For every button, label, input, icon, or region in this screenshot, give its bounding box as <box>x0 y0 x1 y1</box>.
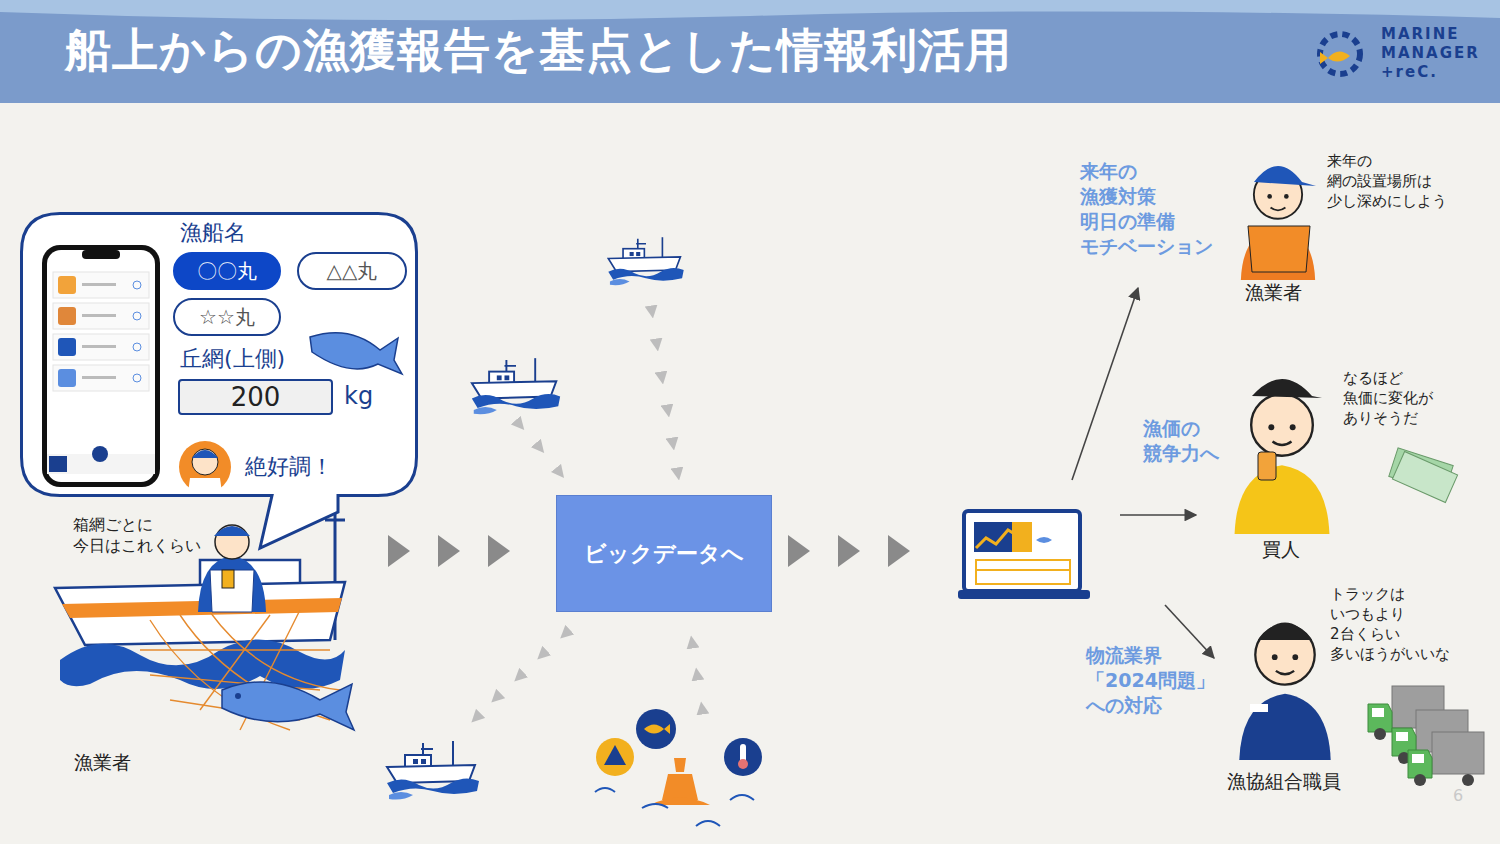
text-line: ありそうだ <box>1343 408 1433 428</box>
benefit-text: 来年の 漁獲対策 明日の準備 モチベーション <box>1080 159 1213 259</box>
text-line: MARINE <box>1381 25 1480 44</box>
text-line: 漁業者 <box>74 751 131 774</box>
speech-bubble: 漁船名丘網(上側) kg 絶好調！ 〇〇丸 △△丸 ☆☆丸 200 <box>20 212 418 497</box>
person-label: 漁業者 <box>74 751 131 774</box>
text-line: への対応 <box>1086 693 1215 718</box>
text-line: 競争力へ <box>1143 441 1219 466</box>
text-line: 「2024問題」 <box>1086 668 1215 693</box>
text-line: なるほど <box>1343 368 1433 388</box>
speech-text: 箱網ごとに 今日はこれくらい <box>73 514 201 556</box>
header-band <box>0 0 1500 103</box>
text-line: 漁業者 <box>1245 281 1302 304</box>
text-line: 来年の <box>1080 159 1213 184</box>
benefit-text: 物流業界 「2024問題」 への対応 <box>1086 643 1215 718</box>
sensor-buoy <box>595 709 762 826</box>
text-line: 6 <box>1453 786 1463 806</box>
text-line: 物流業界 <box>1086 643 1215 668</box>
speech-text: トラックは いつもより 2台くらい 多いほうがいいな <box>1330 584 1450 664</box>
page-number: 6 <box>1453 786 1463 806</box>
text-line: +reC. <box>1381 63 1480 82</box>
bubble-text: kg <box>344 382 373 410</box>
logo-text: MARINE MANAGER +reC. <box>1381 25 1480 82</box>
bubble-text: 漁船名 <box>180 218 246 248</box>
phone-illustration <box>42 245 160 487</box>
text-line: 明日の準備 <box>1080 209 1213 234</box>
money-bills <box>1389 448 1458 503</box>
text-line: 箱網ごとに <box>73 514 201 535</box>
text-line: モチベーション <box>1080 234 1213 259</box>
text-line: MANAGER <box>1381 44 1480 63</box>
benefit-text: 漁価の 競争力へ <box>1143 416 1219 466</box>
option-button: △△丸 <box>297 252 407 290</box>
input-field: 200 <box>178 379 333 415</box>
node-text: 〇〇丸 <box>197 258 257 285</box>
trucks <box>1368 686 1484 786</box>
speech-text: なるほど 魚価に変化が ありそうだ <box>1343 368 1433 428</box>
node-text: 200 <box>231 382 281 412</box>
text-line: 網の設置場所は <box>1327 171 1447 191</box>
output-arrows <box>1072 288 1214 658</box>
option-button: ☆☆丸 <box>173 298 281 336</box>
laptop-dashboard <box>958 511 1090 599</box>
page-title: 船上からの漁獲報告を基点とした情報利活用 <box>65 20 1012 82</box>
selected-button: 〇〇丸 <box>173 252 281 290</box>
text-line: 少し深めにしよう <box>1327 191 1447 211</box>
person-label: 漁協組合職員 <box>1227 770 1341 793</box>
process-box: ビックデータへ <box>556 495 772 612</box>
fisher-avatar <box>179 441 231 493</box>
text-line: いつもより <box>1330 604 1450 624</box>
speech-text: 来年の 網の設置場所は 少し深めにしよう <box>1327 151 1447 211</box>
text-line: 多いほうがいいな <box>1330 644 1450 664</box>
bubble-text: 絶好調！ <box>245 452 333 482</box>
text-line: 来年の <box>1327 151 1447 171</box>
text-line: トラックは <box>1330 584 1450 604</box>
person-label: 買人 <box>1262 538 1300 561</box>
node-text: △△丸 <box>327 258 378 285</box>
text-line: 漁協組合職員 <box>1227 770 1341 793</box>
text-line: 漁獲対策 <box>1080 184 1213 209</box>
fisher-person <box>1241 166 1316 280</box>
node-text: ビックデータへ <box>584 539 744 569</box>
text-line: 2台くらい <box>1330 624 1450 644</box>
logo-mark <box>1320 34 1360 74</box>
text-line: 買人 <box>1262 538 1300 561</box>
text-line: 今日はこれくらい <box>73 535 201 556</box>
node-text: ☆☆丸 <box>199 304 255 331</box>
person-label: 漁業者 <box>1245 281 1302 304</box>
buyer-person <box>1235 379 1330 534</box>
bubble-text: 丘網(上側) <box>180 344 285 374</box>
text-line: 漁価の <box>1143 416 1219 441</box>
fishing-ship <box>55 505 354 730</box>
coop-staff-person <box>1239 623 1330 761</box>
text-line: 魚価に変化が <box>1343 388 1433 408</box>
fish-illustration <box>310 333 402 374</box>
